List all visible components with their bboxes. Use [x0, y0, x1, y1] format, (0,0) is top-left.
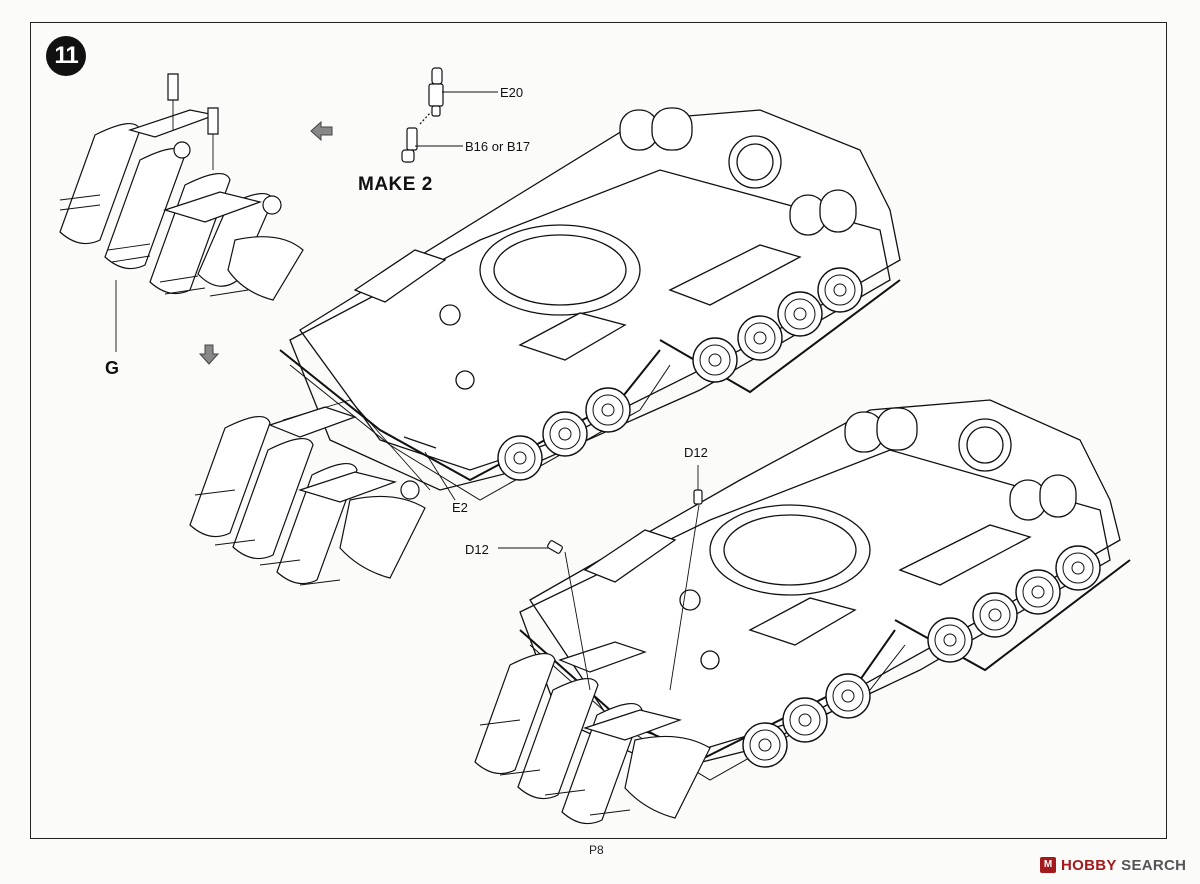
part-label-d12-upper: D12 [684, 445, 708, 460]
part-label-d12-left: D12 [465, 542, 489, 557]
track-right-lower [894, 545, 1131, 672]
track-left-upper [279, 349, 671, 501]
mine-plow-attached [474, 465, 711, 825]
instruction-frame [30, 22, 1167, 839]
mine-plow-exploded-top [59, 73, 304, 352]
part-label-b16-b17: B16 or B17 [465, 139, 531, 154]
page-number: P8 [589, 843, 604, 857]
watermark-text: HOBBY SEARCH [1061, 856, 1187, 874]
hobby-search-watermark: M HOBBY SEARCH [1040, 855, 1186, 875]
direction-arrow-left [310, 120, 333, 142]
make-quantity-note: MAKE 2 [358, 174, 433, 195]
part-label-e2: E2 [452, 500, 468, 515]
direction-arrow-down [198, 344, 220, 365]
mine-plow-exploded-middle [189, 399, 456, 586]
track-right-upper [659, 267, 901, 394]
step-number-badge: 11 [46, 36, 86, 76]
part-label-g: G [105, 358, 120, 378]
hydraulic-cylinder-subassembly [401, 67, 498, 163]
part-label-e20: E20 [500, 85, 524, 100]
hobby-search-logo-icon: M [1040, 857, 1056, 873]
